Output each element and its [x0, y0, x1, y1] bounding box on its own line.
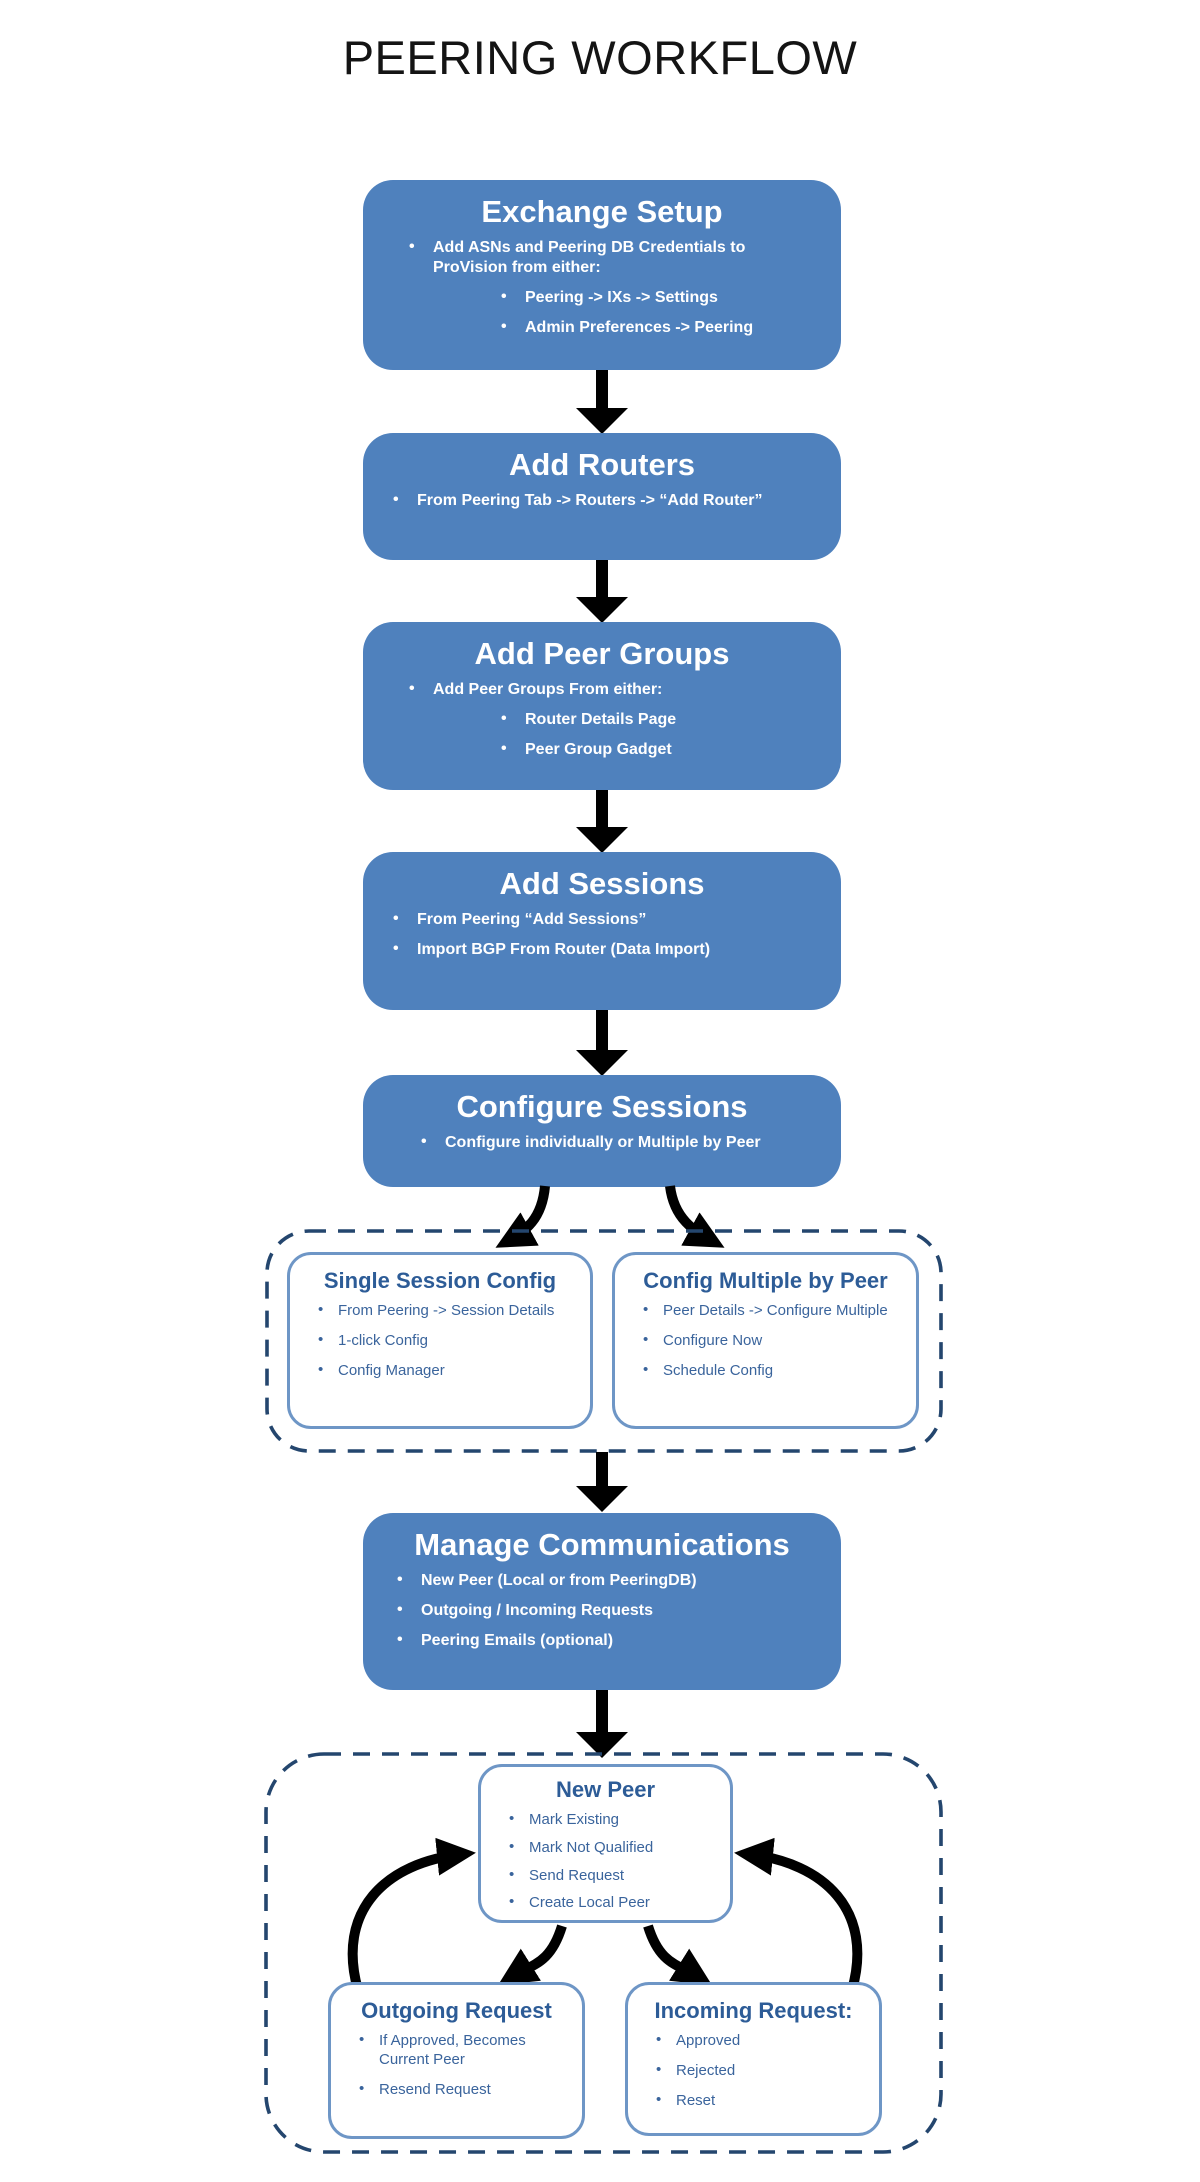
bullet-item: Configure individually or Multiple by Pe… — [421, 1132, 815, 1153]
bullet-item: Config Manager — [318, 1361, 578, 1381]
bullet-item: 1-click Config — [318, 1331, 578, 1351]
flow-box-add-peer-groups: Add Peer Groups Add Peer Groups From eit… — [363, 622, 841, 790]
arrow-peer-groups-to-sessions — [576, 790, 628, 853]
arrow-sessions-to-configure — [576, 1010, 628, 1076]
bullet-item: Add ASNs and Peering DB Credentials to P… — [409, 237, 815, 278]
arrow-manage-to-communications-group — [576, 1690, 628, 1758]
box-title-add-sessions: Add Sessions — [499, 866, 705, 901]
flow-box-add-routers: Add Routers From Peering Tab -> Routers … — [363, 433, 841, 560]
subbox-bullets: Peer Details -> Configure Multiple Confi… — [615, 1301, 916, 1381]
box-bullets: New Peer (Local or from PeeringDB) Outgo… — [363, 1570, 841, 1675]
subbox-title-single-session-config: Single Session Config — [323, 1268, 557, 1293]
bullet-item: Outgoing / Incoming Requests — [397, 1600, 815, 1621]
bullet-item: From Peering Tab -> Routers -> “Add Rout… — [393, 490, 815, 511]
box-title-configure-sessions: Configure Sessions — [456, 1089, 748, 1124]
bullet-item: Resend Request — [359, 2080, 570, 2100]
flow-box-configure-sessions: Configure Sessions Configure individuall… — [363, 1075, 841, 1187]
subbox-title-config-multiple-by-peer: Config Multiple by Peer — [643, 1268, 888, 1293]
flow-box-manage-communications: Manage Communications New Peer (Local or… — [363, 1513, 841, 1690]
subbox-bullets: If Approved, Becomes Current Peer Resend… — [331, 2031, 582, 2100]
subbox-config-multiple-by-peer: Config Multiple by Peer Peer Details -> … — [612, 1252, 919, 1429]
page-title: PEERING WORKFLOW — [342, 31, 858, 84]
bullet-item: Peering Emails (optional) — [397, 1630, 815, 1651]
bullet-item: Peering -> IXs -> Settings — [501, 287, 815, 308]
bullet-item: Mark Existing — [509, 1810, 718, 1830]
box-bullets: Configure individually or Multiple by Pe… — [363, 1132, 841, 1177]
bullet-item: Reset — [656, 2091, 867, 2111]
bullet-item: From Peering -> Session Details — [318, 1301, 578, 1321]
subbox-bullets: Mark Existing Mark Not Qualified Send Re… — [481, 1810, 730, 1913]
bullet-item: Mark Not Qualified — [509, 1838, 718, 1858]
subbox-single-session-config: Single Session Config From Peering -> Se… — [287, 1252, 593, 1429]
box-title-add-routers: Add Routers — [509, 447, 695, 482]
subbox-new-peer: New Peer Mark Existing Mark Not Qualifie… — [478, 1764, 733, 1923]
subbox-bullets: Approved Rejected Reset — [628, 2031, 879, 2111]
arrow-exchange-to-routers — [576, 370, 628, 434]
bullet-item: Peer Group Gadget — [501, 739, 815, 760]
arrow-routers-to-peer-groups — [576, 560, 628, 623]
box-bullets: Add ASNs and Peering DB Credentials to P… — [363, 237, 841, 362]
bullet-item: Create Local Peer — [509, 1893, 718, 1913]
subbox-incoming-request: Incoming Request: Approved Rejected Rese… — [625, 1982, 882, 2136]
bullet-item: Send Request — [509, 1866, 718, 1886]
subbox-title-new-peer: New Peer — [555, 1777, 656, 1802]
bullet-item: From Peering “Add Sessions” — [393, 909, 815, 930]
box-title-exchange-setup: Exchange Setup — [481, 194, 723, 229]
box-bullets: From Peering “Add Sessions” Import BGP F… — [363, 909, 841, 984]
subbox-outgoing-request: Outgoing Request If Approved, Becomes Cu… — [328, 1982, 585, 2139]
bullet-item: Configure Now — [643, 1331, 904, 1351]
bullet-item: Add Peer Groups From either: — [409, 679, 815, 700]
fork-arrows-configure-to-config-options — [495, 1185, 725, 1248]
box-title-add-peer-groups: Add Peer Groups — [474, 636, 730, 671]
flow-box-exchange-setup: Exchange Setup Add ASNs and Peering DB C… — [363, 180, 841, 370]
bullet-item: Rejected — [656, 2061, 867, 2081]
subbox-title-incoming-request: Incoming Request: — [654, 1998, 853, 2023]
bullet-item: If Approved, Becomes Current Peer — [359, 2031, 570, 2070]
box-title-manage-communications: Manage Communications — [414, 1527, 790, 1562]
subbox-title-outgoing-request: Outgoing Request — [361, 1998, 552, 2023]
arrow-config-options-to-manage — [576, 1452, 628, 1512]
box-bullets: From Peering Tab -> Routers -> “Add Rout… — [363, 490, 841, 535]
box-bullets: Add Peer Groups From either: Router Deta… — [363, 679, 841, 784]
bullet-item: New Peer (Local or from PeeringDB) — [397, 1570, 815, 1591]
bullet-item: Schedule Config — [643, 1361, 904, 1381]
bullet-item: Import BGP From Router (Data Import) — [393, 939, 815, 960]
bullet-item: Admin Preferences -> Peering — [501, 317, 815, 338]
flow-box-add-sessions: Add Sessions From Peering “Add Sessions”… — [363, 852, 841, 1010]
subbox-bullets: From Peering -> Session Details 1-click … — [290, 1301, 590, 1381]
bullet-item: Router Details Page — [501, 709, 815, 730]
bullet-item: Peer Details -> Configure Multiple — [643, 1301, 904, 1321]
bullet-item: Approved — [656, 2031, 867, 2051]
